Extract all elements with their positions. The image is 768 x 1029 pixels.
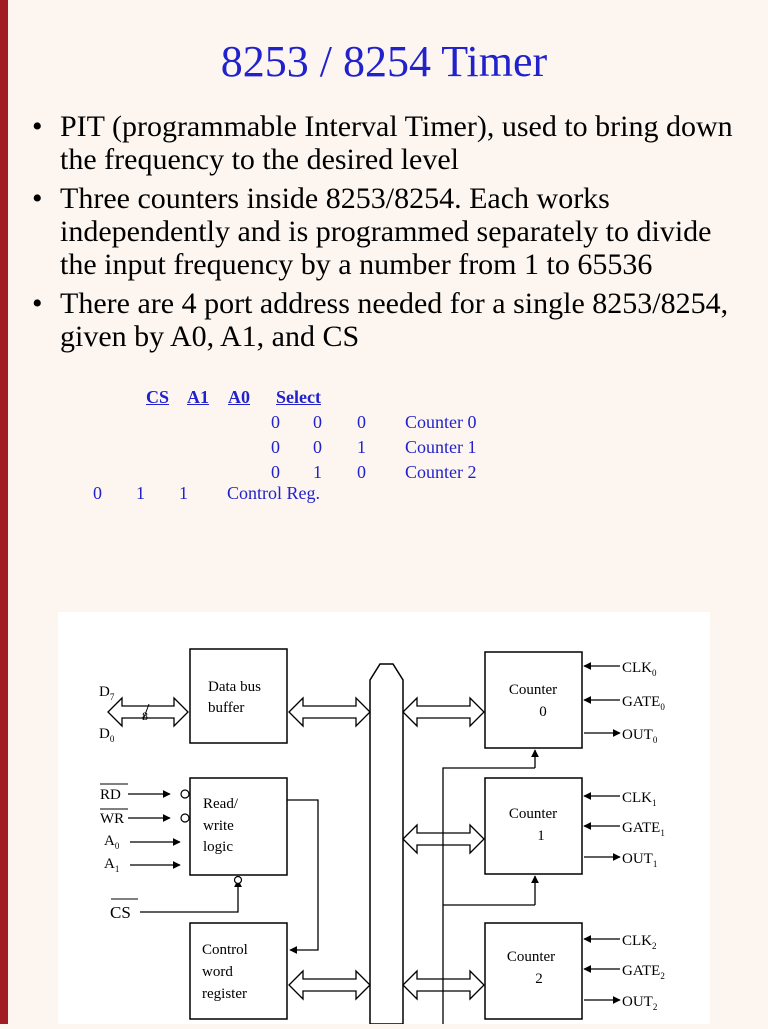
block-diagram: Data bus buffer Read/ write logic Contro… xyxy=(58,612,710,1025)
bus-arrow-internal-counter0 xyxy=(402,696,485,728)
bullet-list: • PIT (programmable Interval Timer), used… xyxy=(28,110,748,359)
bullet-item: • Three counters inside 8253/8254. Each w… xyxy=(28,182,748,281)
counter-2-label: 2 xyxy=(535,971,543,987)
table-cell: 0 xyxy=(313,412,322,432)
counter-1-block xyxy=(484,777,583,875)
table-cell: 0 xyxy=(357,462,366,482)
table-cell: 0 xyxy=(313,437,322,457)
signal-a1-label: A1 xyxy=(104,856,119,874)
signal-cs-inversion-bubble xyxy=(233,875,243,885)
bus-arrow-internal-control-word xyxy=(288,969,371,1001)
internal-bus xyxy=(369,663,404,1025)
out-1-label: OUT1 xyxy=(622,851,657,869)
counter-2-signals: CLK2 GATE2 OUT2 xyxy=(583,933,665,1012)
signal-cs-line xyxy=(140,879,242,913)
table-cell: Counter 2 xyxy=(405,462,477,482)
bullet-dot: • xyxy=(32,182,43,215)
data-bus-buffer-label: buffer xyxy=(208,700,244,716)
counter-1-signals: CLK1 GATE1 OUT1 xyxy=(583,790,665,869)
counter-0-label: Counter xyxy=(509,682,557,698)
counter-0-label: 0 xyxy=(539,704,547,720)
table-cell: 1 xyxy=(136,483,145,503)
internal-control-line xyxy=(442,767,535,1024)
table-header-select: Select xyxy=(276,387,321,407)
read-write-logic-label: write xyxy=(203,818,234,834)
signal-d0-label: D0 xyxy=(99,726,115,744)
table-cell: Counter 1 xyxy=(405,437,477,457)
table-cell: 1 xyxy=(179,483,188,503)
read-write-logic-label: logic xyxy=(203,839,233,855)
table-cell: 0 xyxy=(271,412,280,432)
table-cell: Control Reg. xyxy=(227,483,320,503)
table-cell: 0 xyxy=(271,437,280,457)
signal-rd-label: RD xyxy=(100,787,121,803)
table-header-a1: A1 xyxy=(187,387,209,407)
bullet-item: • There are 4 port address needed for a s… xyxy=(28,287,748,353)
table-cell: 0 xyxy=(271,462,280,482)
signal-d7-label: D7 xyxy=(99,684,115,702)
gate-1-label: GATE1 xyxy=(622,820,665,838)
bullet-item: • PIT (programmable Interval Timer), used… xyxy=(28,110,748,176)
control-word-register-label: Control xyxy=(202,942,248,958)
read-write-logic-label: Read/ xyxy=(203,796,239,812)
bullet-text: There are 4 port address needed for a si… xyxy=(60,287,729,353)
table-header-a0: A0 xyxy=(228,387,250,407)
bus-arrow-data-d7-d0 xyxy=(107,696,189,728)
rw-to-control-line xyxy=(287,799,319,954)
signal-rd-inversion-bubble xyxy=(180,789,190,799)
slide-title: 8253 / 8254 Timer xyxy=(220,37,548,86)
counter-2-label: Counter xyxy=(507,949,555,965)
read-write-logic-block xyxy=(189,777,288,876)
counter-1-label: Counter xyxy=(509,806,557,822)
bullet-text: PIT (programmable Interval Timer), used … xyxy=(60,110,733,176)
gate-2-label: GATE2 xyxy=(622,963,665,981)
signal-wr-label: WR xyxy=(100,811,124,827)
clk-2-label: CLK2 xyxy=(622,933,657,951)
table-cell: Counter 0 xyxy=(405,412,477,432)
clk-1-label: CLK1 xyxy=(622,790,657,808)
clk-0-label: CLK0 xyxy=(622,660,657,678)
bus-arrow-buffer-internal xyxy=(288,696,371,728)
out-0-label: OUT0 xyxy=(622,727,658,745)
bullet-dot: • xyxy=(32,110,43,143)
counter-0-signals: CLK0 GATE0 OUT0 xyxy=(583,660,665,745)
signal-a0-label: A0 xyxy=(104,833,120,851)
bullet-text: Three counters inside 8253/8254. Each wo… xyxy=(60,182,712,281)
left-accent-bar xyxy=(0,0,8,1024)
counter-1-label: 1 xyxy=(537,828,545,844)
bus-width-label: 8 xyxy=(142,709,148,723)
counter-2-block xyxy=(484,922,583,1020)
table-cell: 1 xyxy=(313,462,322,482)
signal-cs-label: CS xyxy=(110,903,131,922)
table-cell: 1 xyxy=(357,437,366,457)
bullet-dot: • xyxy=(32,287,43,320)
block-diagram-svg: Data bus buffer Read/ write logic Contro… xyxy=(99,648,665,1025)
out-2-label: OUT2 xyxy=(622,994,657,1012)
control-word-register-block xyxy=(189,922,288,1020)
gate-0-label: GATE0 xyxy=(622,694,665,712)
signal-wr-inversion-bubble xyxy=(180,813,190,823)
table-cell: 0 xyxy=(93,483,102,503)
control-word-register-label: word xyxy=(202,964,233,980)
table-cell: 0 xyxy=(357,412,366,432)
data-bus-buffer-label: Data bus xyxy=(208,679,261,695)
data-bus-buffer-block xyxy=(189,648,288,744)
table-header-cs: CS xyxy=(146,387,170,407)
counter-0-block xyxy=(484,651,583,749)
control-word-register-label: register xyxy=(202,986,247,1002)
bus-width-slash xyxy=(142,703,150,721)
